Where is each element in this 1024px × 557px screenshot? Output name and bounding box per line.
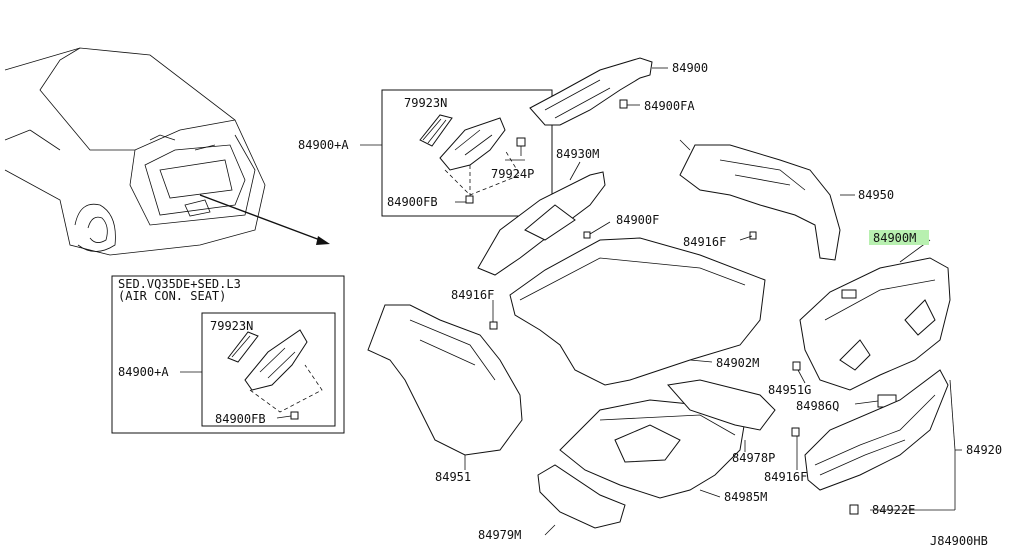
label-79924P: 79924P xyxy=(491,167,534,181)
clip-84922E xyxy=(849,504,859,515)
part-79923N-upper xyxy=(419,114,453,147)
clip-84951G xyxy=(792,361,801,371)
clip-84916F-right xyxy=(749,231,757,240)
detail-box-lower-inner xyxy=(201,312,336,427)
label-84900A-upper: 84900+A xyxy=(298,138,349,152)
label-84950: 84950 xyxy=(858,188,894,202)
label-84900FA: 84900FA xyxy=(644,99,695,113)
label-84930M: 84930M xyxy=(556,147,599,161)
label-84916F-left: 84916F xyxy=(451,288,494,302)
label-84951G: 84951G xyxy=(768,383,811,397)
part-84979M xyxy=(537,464,626,529)
part-84978P xyxy=(667,379,776,431)
detail-box-upper xyxy=(381,89,553,217)
label-84920: 84920 xyxy=(966,443,1002,457)
label-84985M: 84985M xyxy=(724,490,767,504)
diagram-id: J84900HB xyxy=(930,534,988,548)
part-84920 xyxy=(804,369,949,491)
detail-box-lower xyxy=(111,275,345,434)
part-79923N-lower xyxy=(227,331,259,363)
clip-84916F-lower xyxy=(791,427,800,437)
inset-note-line2: (AIR CON. SEAT) xyxy=(118,289,226,303)
part-84930M xyxy=(477,171,606,276)
label-84986Q: 84986Q xyxy=(796,399,839,413)
part-84951 xyxy=(367,304,523,456)
label-84900FB-inset: 84900FB xyxy=(215,412,266,426)
part-84950 xyxy=(679,139,841,261)
part-bracket-lower xyxy=(244,329,323,413)
label-84900A-inset: 84900+A xyxy=(118,365,169,379)
clip-84900FB-upper xyxy=(465,195,474,204)
part-bracket-upper xyxy=(439,117,521,196)
label-84902M: 84902M xyxy=(716,356,759,370)
label-79923N-upper: 79923N xyxy=(404,96,447,110)
label-84922E: 84922E xyxy=(872,503,915,517)
clip-79924P xyxy=(516,137,526,156)
highlight-84900M xyxy=(869,230,929,245)
part-84900M xyxy=(799,257,951,391)
label-84951: 84951 xyxy=(435,470,471,484)
label-84900M: 84900M xyxy=(873,231,916,245)
label-84978P: 84978P xyxy=(732,451,775,465)
label-84916F-right: 84916F xyxy=(683,235,726,249)
label-79923N-inset: 79923N xyxy=(210,319,253,333)
inset-note-line1: SED.VQ35DE+SED.L3 xyxy=(118,277,241,291)
label-84900: 84900 xyxy=(672,61,708,75)
label-84900F: 84900F xyxy=(616,213,659,227)
label-84979M: 84979M xyxy=(478,528,521,542)
vehicle-rear-illustration xyxy=(4,47,330,256)
label-84916F-lower: 84916F xyxy=(764,470,807,484)
part-84985M xyxy=(559,399,746,499)
part-84902M xyxy=(509,237,766,386)
leader-lines xyxy=(180,67,962,536)
label-84900FB-upper: 84900FB xyxy=(387,195,438,209)
clip-84900FB-lower xyxy=(290,411,299,420)
part-84900 xyxy=(529,57,653,126)
